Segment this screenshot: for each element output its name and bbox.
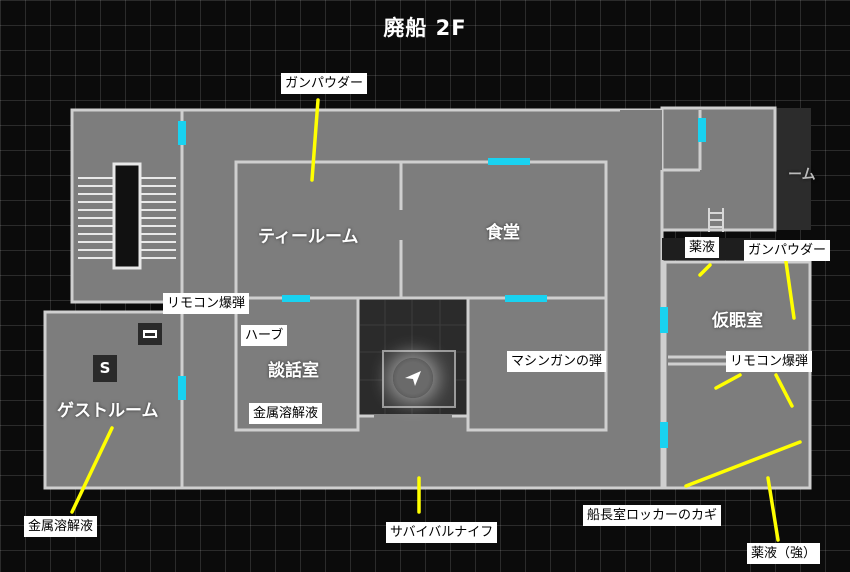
- door: [488, 158, 530, 165]
- door: [282, 295, 310, 302]
- item-metal-solvent-guest: 金属溶解液: [24, 516, 98, 537]
- stair-well: [112, 162, 142, 270]
- item-medicine-strong: 薬液（強）: [747, 543, 821, 564]
- item-machinegun-ammo: マシンガンの弾: [507, 351, 607, 372]
- corridor-notch: [620, 110, 662, 170]
- pointer-gunpowder-top: [310, 98, 320, 182]
- pointer-remote-bomb-a: [714, 373, 742, 390]
- pointer-gunpowder-right: [784, 260, 796, 320]
- room-label-tea-room: ティールーム: [258, 227, 359, 247]
- item-pointers: [70, 98, 802, 542]
- item-survival-knife: サバイバルナイフ: [386, 522, 498, 543]
- item-medicine: 薬液: [685, 237, 720, 258]
- ladder-icon: [708, 208, 724, 232]
- door: [178, 121, 186, 145]
- door: [178, 376, 186, 400]
- tea-room: [234, 160, 403, 300]
- room-label-lounge: 談話室: [268, 361, 319, 381]
- door: [660, 307, 668, 333]
- door: [698, 118, 706, 142]
- pointer-medicine-strong: [766, 476, 780, 542]
- save-point-icon: S: [93, 355, 117, 382]
- door: [505, 295, 547, 302]
- room-label-guest-room: ゲストルーム: [57, 401, 159, 421]
- door: [660, 422, 668, 448]
- item-remote-bomb-left: リモコン爆弾: [163, 293, 250, 314]
- room-label-partial: ーム: [788, 167, 816, 183]
- item-herb: ハーブ: [241, 325, 288, 346]
- item-remote-bomb-right: リモコン爆弾: [726, 351, 813, 372]
- player-position-icon: [393, 358, 433, 398]
- dining-room: [399, 160, 608, 300]
- pointer-metal-solvent-guest: [70, 426, 114, 514]
- item-metal-solvent-lounge: 金属溶解液: [249, 403, 323, 424]
- item-captain-locker-key: 船長室ロッカーのカギ: [583, 505, 722, 526]
- item-box-icon: [138, 323, 162, 345]
- pointer-locker-key: [684, 440, 802, 488]
- pointer-medicine: [698, 263, 712, 277]
- map-title: 廃船 2F: [383, 16, 467, 40]
- item-gunpowder-right: ガンパウダー: [744, 240, 831, 261]
- room-label-dining: 食堂: [486, 223, 520, 243]
- room-label-nap-room: 仮眠室: [712, 311, 763, 331]
- hall-corridor: [374, 414, 452, 434]
- item-gunpowder-top: ガンパウダー: [281, 73, 368, 94]
- pointer-remote-bomb-b: [774, 373, 794, 408]
- doors: [178, 118, 706, 448]
- dark-annex: [775, 108, 811, 230]
